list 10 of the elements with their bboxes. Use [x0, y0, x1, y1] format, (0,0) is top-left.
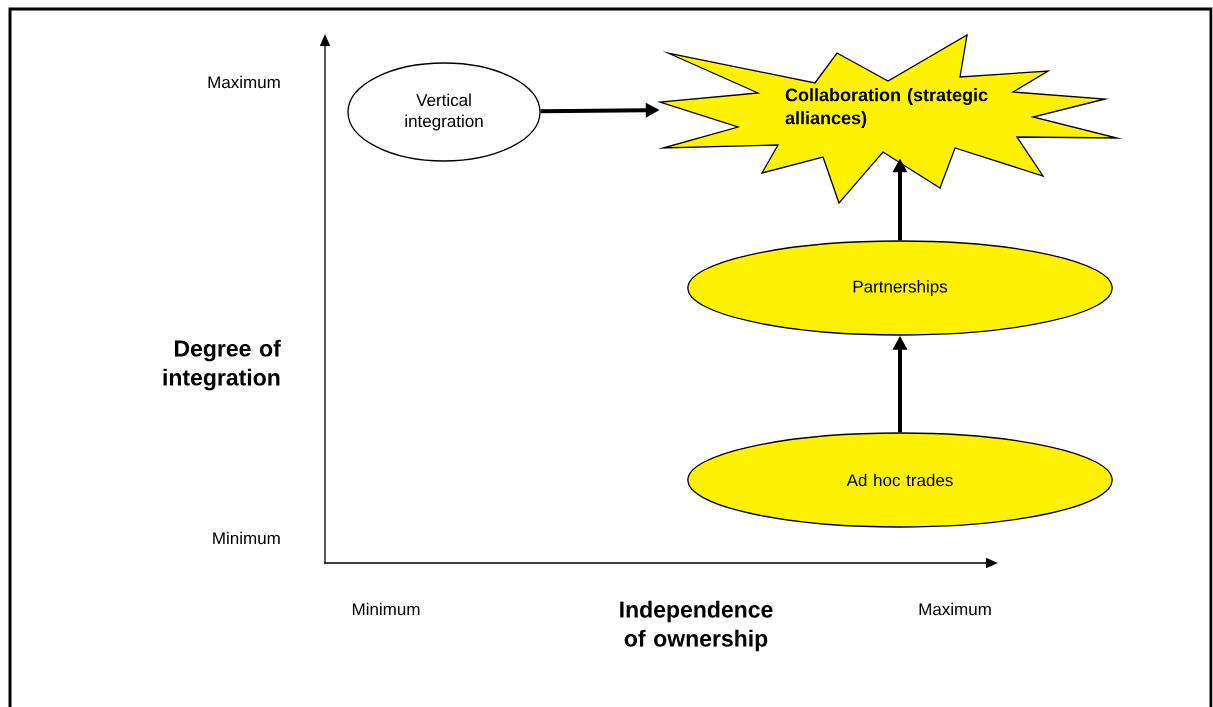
axis-value: Maximum: [919, 602, 991, 616]
axis-value: Maximum: [208, 75, 280, 89]
oval: Ad hoc trades: [687, 432, 1113, 528]
axis-title: Independence of ownership: [620, 600, 773, 652]
axis-value: Minimum: [213, 531, 280, 545]
axis-value: Minimum: [352, 602, 420, 616]
axis-title: Degree of integration: [163, 339, 281, 391]
starburst: Collaboration (strategic alliances): [656, 33, 1123, 205]
oval: Vertical integration: [347, 62, 541, 162]
oval: Partnerships: [687, 240, 1113, 336]
